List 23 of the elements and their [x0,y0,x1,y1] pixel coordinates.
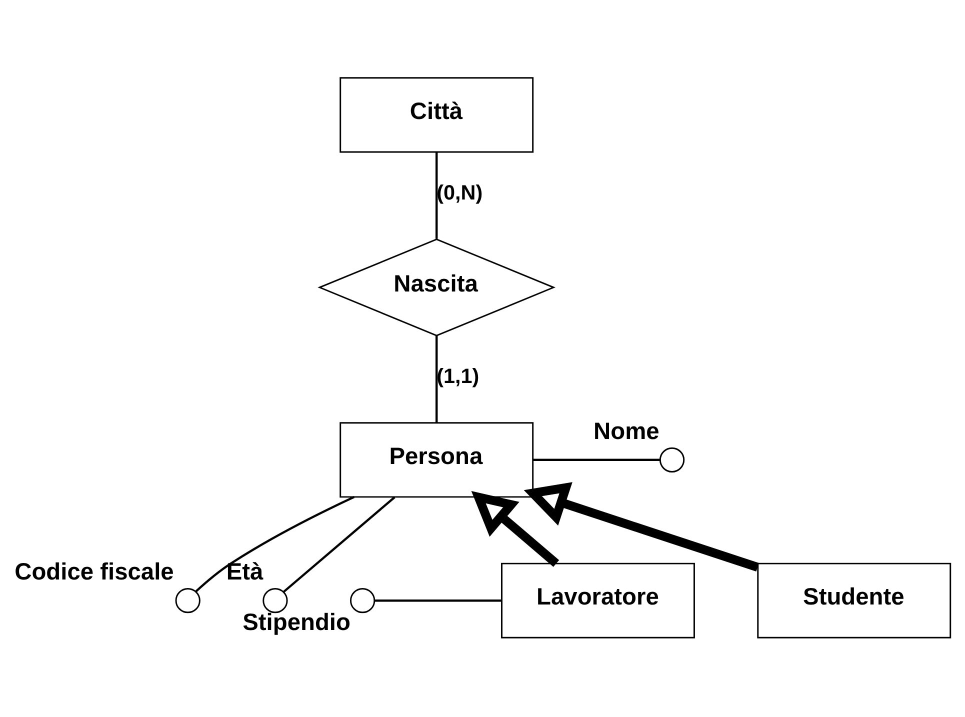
connector [533,458,660,462]
edge-label: (0,N) [436,182,483,205]
connector [195,496,355,592]
node-circle [262,588,288,614]
node-label: Età [226,560,264,586]
connector [374,599,502,602]
node-label: Nome [594,418,660,445]
node-diamond: Nascita [318,238,556,336]
node-circle [175,588,200,614]
connector [436,336,438,423]
node-circle [659,447,685,472]
node-label: Stipendio [242,610,350,636]
node-box: Persona [340,422,534,498]
node-box: Lavoratore [501,562,695,638]
connector [436,152,438,239]
node-box: Studente [757,562,952,638]
node-box: Città [340,77,534,153]
arrow [524,482,759,572]
node-label: Codice fiscale [14,560,174,586]
connector [283,496,396,593]
node-circle [350,588,376,614]
edge-label: (1,1) [436,365,480,388]
arrow [471,491,560,567]
